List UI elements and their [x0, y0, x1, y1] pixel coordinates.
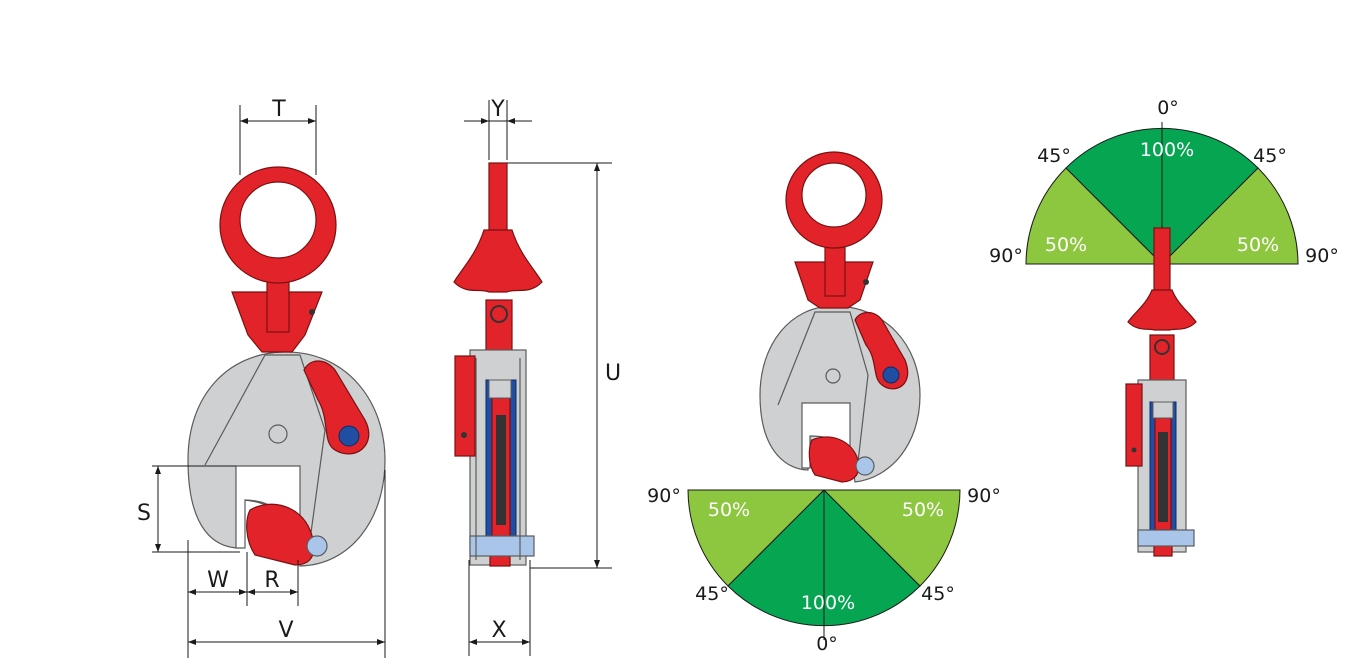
lower-load-angle-diagram: 50% 50% 100% 90° 90° 45° 45° 0° [647, 485, 1001, 655]
upper-angle-left: 90° [989, 245, 1023, 267]
side-clamp-shackle-flare [453, 229, 543, 293]
front-clamp-pin [306, 535, 328, 557]
lower-angle-right: 90° [967, 485, 1001, 507]
front-clamp-inner-plate [204, 354, 326, 541]
upper-side-view-clamp [1125, 227, 1197, 557]
side-clamp-link-pin [490, 305, 508, 323]
side-view-clamp [453, 162, 543, 567]
dimension-label-W: W [207, 568, 229, 593]
lower-pct-left: 50% [708, 499, 750, 521]
lower-pct-right: 50% [902, 499, 944, 521]
upper-angle-45-right: 45° [1253, 145, 1287, 167]
dimension-S: S [137, 465, 240, 553]
lower-angle-45-right: 45° [921, 583, 955, 605]
lower-pct-center: 100% [801, 592, 855, 614]
side-clamp-pin [469, 535, 535, 557]
lower-angle-bottom: 0° [816, 633, 838, 655]
dimension-label-S: S [137, 501, 151, 526]
side-clamp-lever [454, 355, 476, 457]
front-clamp-rivet [309, 309, 315, 315]
lower-clamp-cam [808, 436, 860, 483]
dimension-Y: Y [464, 97, 532, 160]
upper-angle-top: 0° [1157, 97, 1179, 119]
dimension-label-U: U [605, 361, 621, 386]
front-view-clamp [187, 166, 386, 567]
lower-zone-left-half [687, 489, 826, 587]
side-clamp-spring [496, 415, 506, 525]
dimension-U: U [507, 162, 621, 569]
dimension-label-Y: Y [490, 97, 505, 122]
upper-angle-45-left: 45° [1037, 145, 1071, 167]
dimension-label-X: X [491, 618, 506, 643]
upper-pct-right: 50% [1237, 234, 1279, 256]
dimension-W-R-V: W R V [187, 470, 386, 658]
upper-angle-right: 90° [1305, 245, 1339, 267]
upper-zone-right-half [1160, 167, 1299, 265]
dimension-label-V: V [278, 618, 293, 643]
dimension-X: X [468, 560, 531, 656]
upper-zone-left-half [1025, 167, 1164, 265]
upper-pct-center: 100% [1140, 139, 1194, 161]
dimension-label-R: R [264, 568, 279, 593]
lower-zone-right-half [822, 489, 961, 587]
dimension-label-T: T [271, 97, 286, 122]
front-clamp-lifting-eye-hole [239, 181, 317, 259]
dimension-T: T [239, 97, 317, 175]
lower-angle-left: 90° [647, 485, 681, 507]
front-clamp-pivot [338, 425, 360, 447]
lower-angle-45-left: 45° [695, 583, 729, 605]
upper-pct-left: 50% [1045, 234, 1087, 256]
lower-view-clamp [759, 151, 921, 483]
front-clamp-hole [268, 424, 288, 444]
upper-load-angle-diagram: 100% 50% 50% 0° 45° 45° 90° 90° [989, 97, 1339, 267]
